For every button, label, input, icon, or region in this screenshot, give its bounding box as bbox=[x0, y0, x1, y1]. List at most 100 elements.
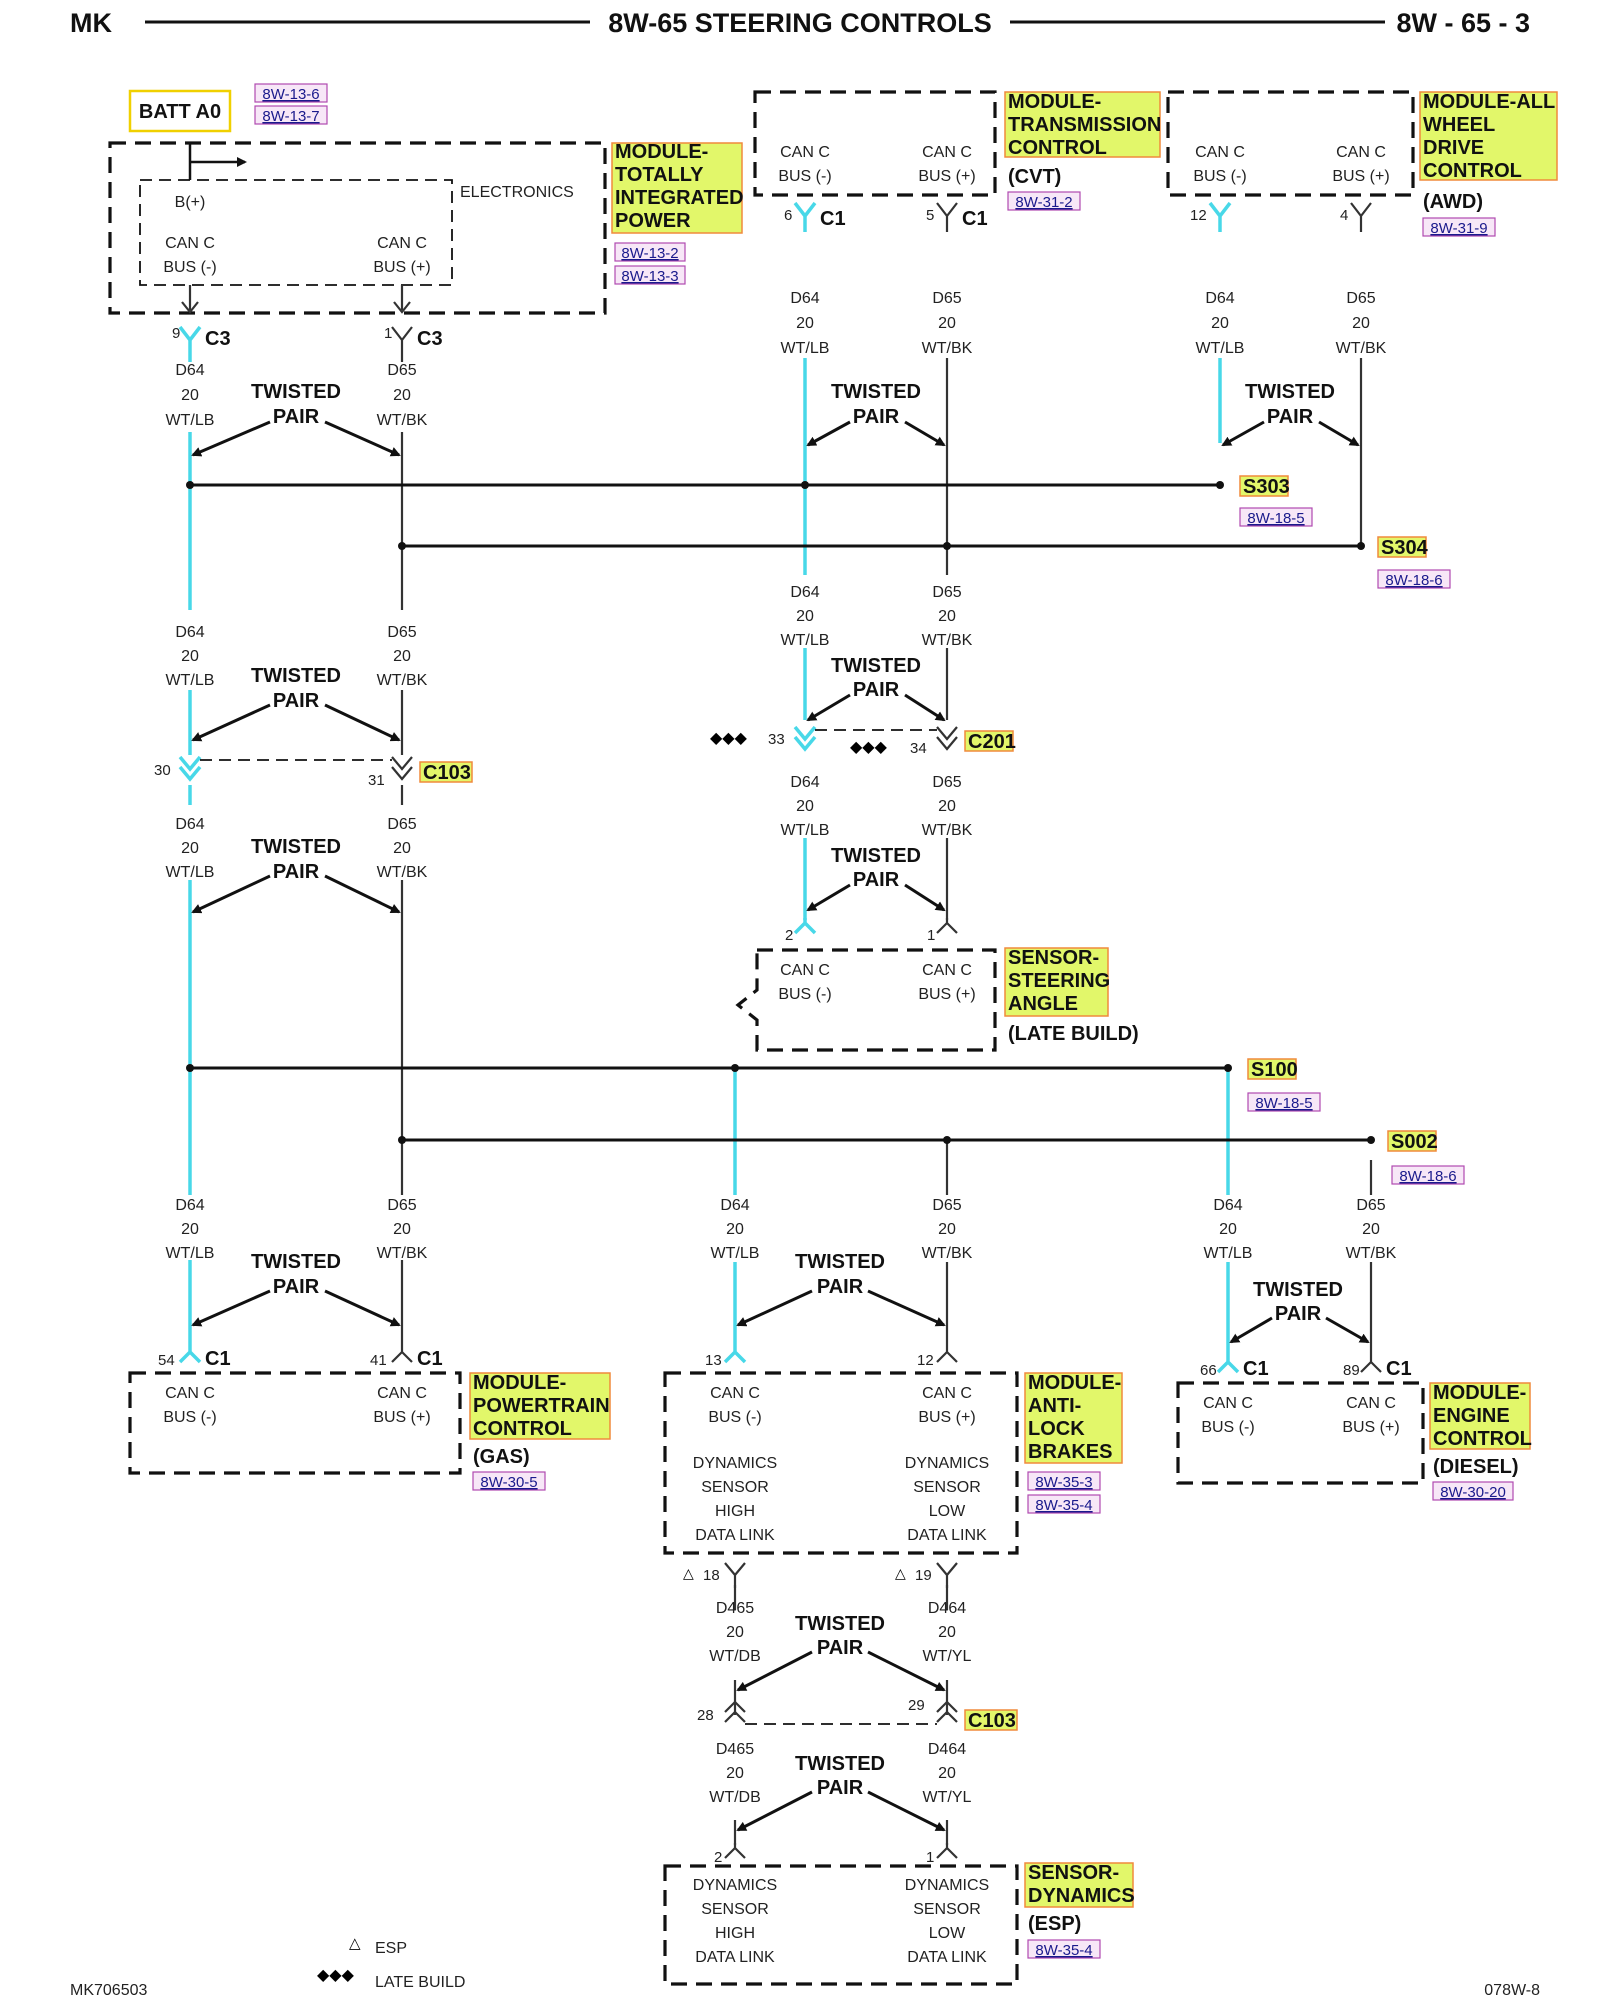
tcm-pin-6: 6 bbox=[784, 207, 792, 224]
svg-text:20: 20 bbox=[938, 1624, 956, 1641]
svg-text:20: 20 bbox=[726, 1221, 744, 1238]
svg-text:D465: D465 bbox=[716, 1600, 754, 1617]
ecm-label: MODULE- ENGINE CONTROL (DIESEL) bbox=[1433, 1382, 1532, 1478]
svg-text:WT/BK: WT/BK bbox=[377, 672, 428, 689]
svg-text:DATA LINK: DATA LINK bbox=[695, 1949, 775, 1966]
esp-triangle-2: △ bbox=[895, 1565, 906, 1581]
esp-triangle-1: △ bbox=[683, 1565, 694, 1581]
svg-text:(LATE BUILD): (LATE BUILD) bbox=[1008, 1023, 1139, 1045]
pcm-connector: 54 41 C1 C1 bbox=[158, 1345, 443, 1370]
svg-text:WT/LB: WT/LB bbox=[1204, 1245, 1253, 1262]
batt-a0-box bbox=[128, 89, 232, 133]
svg-text:20: 20 bbox=[393, 1221, 411, 1238]
tipm-ref-1[interactable]: 8W-13-2 bbox=[621, 245, 678, 262]
svg-text:WT/BK: WT/BK bbox=[922, 632, 973, 649]
svg-text:20: 20 bbox=[181, 840, 199, 857]
tipm-ref-2[interactable]: 8W-13-3 bbox=[621, 268, 678, 285]
batt-ref-1[interactable]: 8W-13-6 bbox=[262, 86, 319, 103]
header-left: MK bbox=[70, 8, 112, 38]
batt-ref-2[interactable]: 8W-13-7 bbox=[262, 108, 319, 125]
abs-dyn-connector: △ 18 △ 19 bbox=[683, 1562, 958, 1588]
svg-text:33: 33 bbox=[768, 731, 785, 748]
svg-text:WT/BK: WT/BK bbox=[922, 1245, 973, 1262]
svg-text:SENSOR: SENSOR bbox=[913, 1479, 981, 1496]
svg-text:20: 20 bbox=[1219, 1221, 1237, 1238]
svg-text:D64: D64 bbox=[720, 1197, 749, 1214]
tipm-conn-c3-b: C3 bbox=[417, 328, 443, 350]
s303-ref[interactable]: 8W-18-5 bbox=[1247, 510, 1304, 527]
svg-text:20: 20 bbox=[726, 1624, 744, 1641]
svg-text:SENSOR-: SENSOR- bbox=[1028, 1862, 1119, 1884]
svg-text:WT/BK: WT/BK bbox=[1346, 1245, 1397, 1262]
svg-text:PAIR: PAIR bbox=[853, 406, 900, 428]
svg-text:C1: C1 bbox=[1386, 1358, 1412, 1380]
pcm-can-2: BUS (-) bbox=[163, 1409, 216, 1426]
svg-text:1: 1 bbox=[927, 927, 935, 944]
svg-text:DYNAMICS: DYNAMICS bbox=[693, 1877, 777, 1894]
svg-text:DRIVE: DRIVE bbox=[1423, 137, 1484, 159]
s002-ref[interactable]: 8W-18-6 bbox=[1399, 1168, 1456, 1185]
svg-text:D65: D65 bbox=[932, 774, 961, 791]
svg-text:54: 54 bbox=[158, 1352, 175, 1369]
svg-text:CAN C: CAN C bbox=[710, 1385, 760, 1402]
s100-ref[interactable]: 8W-18-5 bbox=[1255, 1095, 1312, 1112]
awd-pin-12: 12 bbox=[1190, 207, 1207, 224]
tipm-can-pos-1: CAN C bbox=[377, 235, 427, 252]
svg-text:TWISTED: TWISTED bbox=[251, 665, 341, 687]
svg-text:WT/DB: WT/DB bbox=[709, 1789, 761, 1806]
svg-text:20: 20 bbox=[938, 798, 956, 815]
svg-text:C201: C201 bbox=[968, 731, 1016, 753]
ecm-ref[interactable]: 8W-30-20 bbox=[1440, 1484, 1506, 1501]
svg-text:(AWD): (AWD) bbox=[1423, 191, 1483, 213]
svg-text:CAN C: CAN C bbox=[922, 1385, 972, 1402]
svg-text:D64: D64 bbox=[1205, 290, 1234, 307]
tipm-can-neg-1: CAN C bbox=[165, 235, 215, 252]
awd-pin-4: 4 bbox=[1340, 207, 1348, 224]
tcm-pin-5: 5 bbox=[926, 207, 934, 224]
svg-text:D65: D65 bbox=[1356, 1197, 1385, 1214]
svg-text:41: 41 bbox=[370, 1352, 387, 1369]
awd-ref[interactable]: 8W-31-9 bbox=[1430, 220, 1487, 237]
tcm-conn-a: C1 bbox=[820, 208, 846, 230]
tipm-pin-1: 1 bbox=[384, 325, 392, 342]
svg-text:31: 31 bbox=[368, 772, 385, 789]
svg-text:CONTROL: CONTROL bbox=[473, 1418, 572, 1440]
svg-text:D464: D464 bbox=[928, 1600, 966, 1617]
svg-text:WT/YL: WT/YL bbox=[923, 1789, 972, 1806]
svg-text:89: 89 bbox=[1343, 1362, 1360, 1379]
footer-left: MK706503 bbox=[70, 1982, 147, 1999]
svg-text:20: 20 bbox=[796, 315, 814, 332]
svg-text:WT/LB: WT/LB bbox=[166, 1245, 215, 1262]
svg-text:D65: D65 bbox=[387, 362, 416, 379]
svg-text:20: 20 bbox=[938, 1221, 956, 1238]
tipm-conn-c3-a: C3 bbox=[205, 328, 231, 350]
svg-text:MODULE-: MODULE- bbox=[1008, 91, 1101, 113]
splice-dots bbox=[186, 481, 1375, 1144]
svg-text:DATA LINK: DATA LINK bbox=[907, 1949, 987, 1966]
svg-text:(GAS): (GAS) bbox=[473, 1446, 530, 1468]
pcm-ref[interactable]: 8W-30-5 bbox=[480, 1474, 537, 1491]
svg-text:20: 20 bbox=[393, 648, 411, 665]
svg-text:12: 12 bbox=[917, 1352, 934, 1369]
pcm-module-box bbox=[128, 1371, 462, 1475]
dsensor-connector: 2 1 bbox=[714, 1843, 958, 1866]
svg-text:LOW: LOW bbox=[929, 1503, 966, 1520]
svg-text:2: 2 bbox=[714, 1849, 722, 1866]
tcm-label: MODULE- TRANSMISSION CONTROL (CVT) bbox=[1008, 91, 1161, 188]
svg-text:20: 20 bbox=[938, 315, 956, 332]
pcm-can-3: CAN C bbox=[377, 1385, 427, 1402]
svg-text:WT/DB: WT/DB bbox=[709, 1648, 761, 1665]
svg-text:MODULE-: MODULE- bbox=[473, 1372, 566, 1394]
page-number: 8W - 65 - 3 bbox=[1396, 8, 1530, 38]
pcm-label: MODULE- POWERTRAIN CONTROL (GAS) bbox=[473, 1372, 610, 1468]
svg-text:MODULE-: MODULE- bbox=[1028, 1372, 1121, 1394]
tipm-can-pos-2: BUS (+) bbox=[373, 259, 430, 276]
svg-text:20: 20 bbox=[938, 1765, 956, 1782]
tcm-ref[interactable]: 8W-31-2 bbox=[1015, 194, 1072, 211]
dsensor-ref[interactable]: 8W-35-4 bbox=[1035, 1942, 1092, 1959]
abs-ref-1[interactable]: 8W-35-3 bbox=[1035, 1474, 1092, 1491]
abs-ref-2[interactable]: 8W-35-4 bbox=[1035, 1497, 1092, 1514]
s304-ref[interactable]: 8W-18-6 bbox=[1385, 572, 1442, 589]
